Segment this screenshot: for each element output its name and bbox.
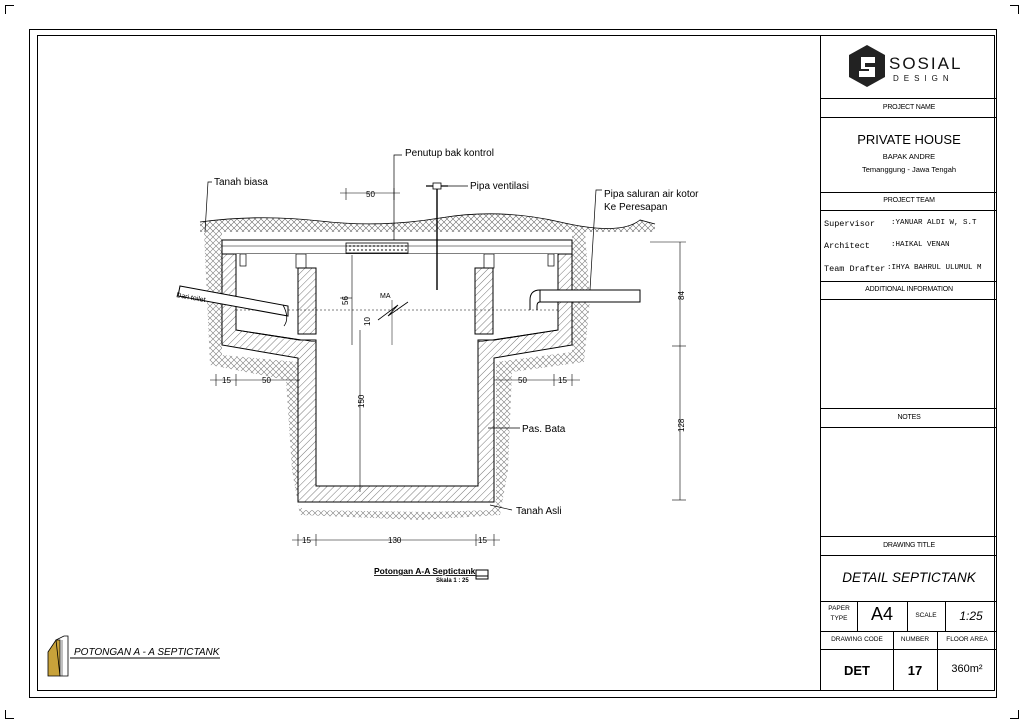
caption-icon xyxy=(475,569,489,580)
notes-label: NOTES xyxy=(897,414,921,421)
title-block: SOSIAL DESIGN PROJECT NAME PRIVATE HOUSE… xyxy=(820,35,997,691)
label-tanah-asli: Tanah Asli xyxy=(516,506,562,517)
project-team-label: PROJECT TEAM xyxy=(883,197,935,204)
dim-top-50: 50 xyxy=(366,190,375,199)
corner-mark-tl xyxy=(5,5,14,14)
inlet-pipe xyxy=(177,285,289,327)
caption-scale: Skala 1 : 25 xyxy=(436,578,469,584)
outlet-pipe xyxy=(529,289,641,310)
dim-84: 84 xyxy=(677,291,686,300)
sheet-outer-frame xyxy=(29,29,997,698)
team-role-architect: Architect xyxy=(824,241,870,251)
label-pipa-ventilasi: Pipa ventilasi xyxy=(470,181,529,192)
drawing-title-label: DRAWING TITLE xyxy=(883,542,935,549)
access-cover xyxy=(345,242,409,254)
dim-150: 150 xyxy=(357,394,366,408)
corner-mark-br xyxy=(1010,710,1019,719)
dim-10: 10 xyxy=(363,317,372,326)
drawing-code-value: DET xyxy=(844,663,870,678)
project-name: PRIVATE HOUSE xyxy=(857,132,961,147)
logo-main: SOSIAL xyxy=(889,54,962,73)
dim-56: 56 xyxy=(341,296,350,305)
paper-type-value: A4 xyxy=(870,604,894,624)
project-location: Temanggung - Jawa Tengah xyxy=(861,165,957,174)
dim-right-50: 50 xyxy=(518,376,527,385)
dim-bottom-15a: 15 xyxy=(302,536,311,545)
floor-area-value: 360m² xyxy=(951,663,983,675)
ground-surface xyxy=(199,213,656,232)
label-penutup: Penutup bak kontrol xyxy=(405,148,494,159)
project-name-label: PROJECT NAME xyxy=(882,104,936,111)
team-role-supervisor: Supervisor xyxy=(824,219,876,229)
dim-right-15: 15 xyxy=(558,376,567,385)
drawing-code-label: DRAWING CODE xyxy=(831,636,883,643)
label-tanah-biasa: Tanah biasa xyxy=(214,177,268,188)
baffle-left xyxy=(297,267,317,335)
scale-label: SCALE xyxy=(915,612,937,619)
drawing-title: DETAIL SEPTICTANK xyxy=(842,570,976,585)
sheet-inner-frame xyxy=(37,35,995,691)
dim-bottom-15b: 15 xyxy=(478,536,487,545)
corner-mark-bl xyxy=(5,710,14,719)
additional-info-label: ADDITIONAL INFORMATION xyxy=(865,286,953,293)
project-client: BAPAK ANDRE xyxy=(882,152,936,161)
team-name-drafter: :IHYA BAHRUL ULUMUL M xyxy=(887,264,982,272)
scale-value: 1:25 xyxy=(959,609,983,623)
soil-around-tank xyxy=(204,232,590,520)
baffle-right xyxy=(474,267,494,335)
label-ke-peresapan: Ke Peresapan xyxy=(604,202,667,213)
leader-lines xyxy=(204,154,602,511)
sheet-title-icon xyxy=(47,635,69,677)
dim-left-15: 15 xyxy=(222,376,231,385)
label-ma: MA xyxy=(380,293,391,300)
label-pas-bata: Pas. Bata xyxy=(522,424,566,435)
sosial-design-logo: SOSIAL DESIGN xyxy=(849,45,962,87)
paper-type-label-1: PAPER xyxy=(828,605,850,612)
sheet-title: POTONGAN A - A SEPTICTANK xyxy=(74,647,221,658)
dim-bottom-130: 130 xyxy=(388,536,402,545)
team-name-architect: :HAIKAL VENAN xyxy=(891,241,950,249)
caption-title: Potongan A-A Septictank xyxy=(374,566,476,576)
paper-type-label-2: TYPE xyxy=(830,615,848,622)
number-value: 17 xyxy=(907,663,923,678)
team-name-supervisor: :YANUAR ALDI W, S.T xyxy=(891,219,977,227)
logo-sub: DESIGN xyxy=(893,74,954,83)
corner-mark-tr xyxy=(1010,5,1019,14)
number-label: NUMBER xyxy=(900,636,930,643)
dim-left-50: 50 xyxy=(262,376,271,385)
dim-128: 128 xyxy=(677,418,686,432)
dimension-lines xyxy=(210,188,686,546)
label-pipa-saluran: Pipa saluran air kotor xyxy=(604,189,699,200)
floor-area-label: FLOOR AREA xyxy=(946,636,988,643)
team-role-drafter: Team Drafter xyxy=(824,264,886,274)
